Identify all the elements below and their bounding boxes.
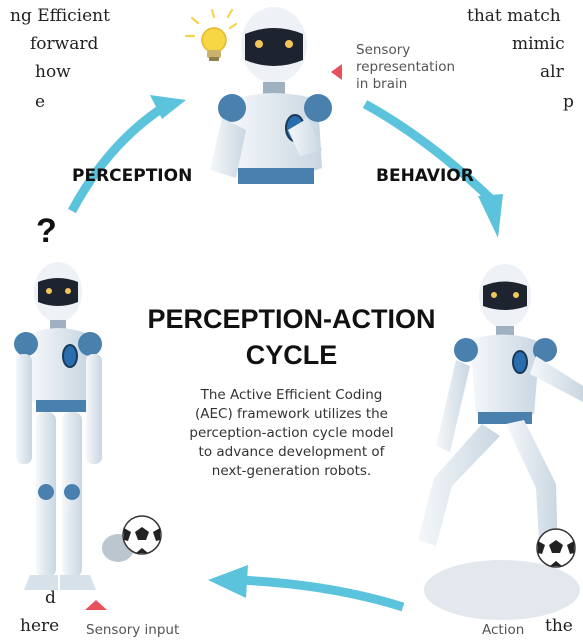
note-line: Sensory <box>356 42 411 58</box>
robot-kicking <box>418 264 583 620</box>
description-line: next-generation robots. <box>211 463 372 479</box>
description-line: perception-action cycle model <box>189 425 394 441</box>
article-text-left-2: forward <box>30 34 99 54</box>
cycle-arrow-bottom <box>237 575 405 612</box>
description-line: The Active Efficient Coding <box>200 387 383 403</box>
article-text-left-3: how <box>35 62 71 82</box>
description-line: (AEC) framework utilizes the <box>195 406 388 422</box>
lightbulb-icon <box>184 8 238 61</box>
diagram-description: The Active Efficient Coding (AEC) framew… <box>150 386 433 481</box>
description-line: to advance development of <box>198 444 385 460</box>
note-action: Action <box>482 622 525 638</box>
note-sensory-input: Sensory input <box>86 622 180 638</box>
stage-label-perception: PERCEPTION <box>72 166 193 186</box>
article-text-right-3: alr <box>540 62 564 82</box>
arrowhead-bottom <box>208 565 248 598</box>
article-text-bottom-right: the <box>545 616 573 636</box>
diagram-title-line-2: CYCLE <box>245 340 338 370</box>
question-mark-icon: ? <box>36 212 57 250</box>
robot-thinking <box>210 7 332 184</box>
article-text-bottom-left-1: d <box>45 588 56 608</box>
article-text-left-1: ng Efficient <box>10 6 110 26</box>
article-text-right-4: p <box>563 92 574 112</box>
diagram-title-line-1: PERCEPTION-ACTION <box>147 304 436 334</box>
note-line: in brain <box>356 76 408 92</box>
arrowhead-top-right <box>478 194 503 238</box>
soccer-ball-icon-left <box>102 515 162 562</box>
arrowhead-top-left <box>150 95 186 119</box>
cycle-arrow-top-left <box>68 99 173 214</box>
article-text-left-4: e <box>35 92 46 112</box>
robot-standing <box>14 262 102 590</box>
cycle-arrow-top-right <box>362 100 496 204</box>
article-text-right-1: that match <box>467 6 561 26</box>
note-sensory-representation: Sensory representation in brain <box>356 42 455 93</box>
soccer-ball-icon-right <box>536 528 576 568</box>
stage-label-behavior: BEHAVIOR <box>376 166 474 186</box>
marker-sensory-representation <box>331 64 342 80</box>
article-text-right-2: mimic <box>512 34 565 54</box>
article-text-bottom-left-2: here <box>20 616 60 636</box>
note-line: representation <box>356 59 456 75</box>
marker-sensory-input <box>85 600 107 610</box>
